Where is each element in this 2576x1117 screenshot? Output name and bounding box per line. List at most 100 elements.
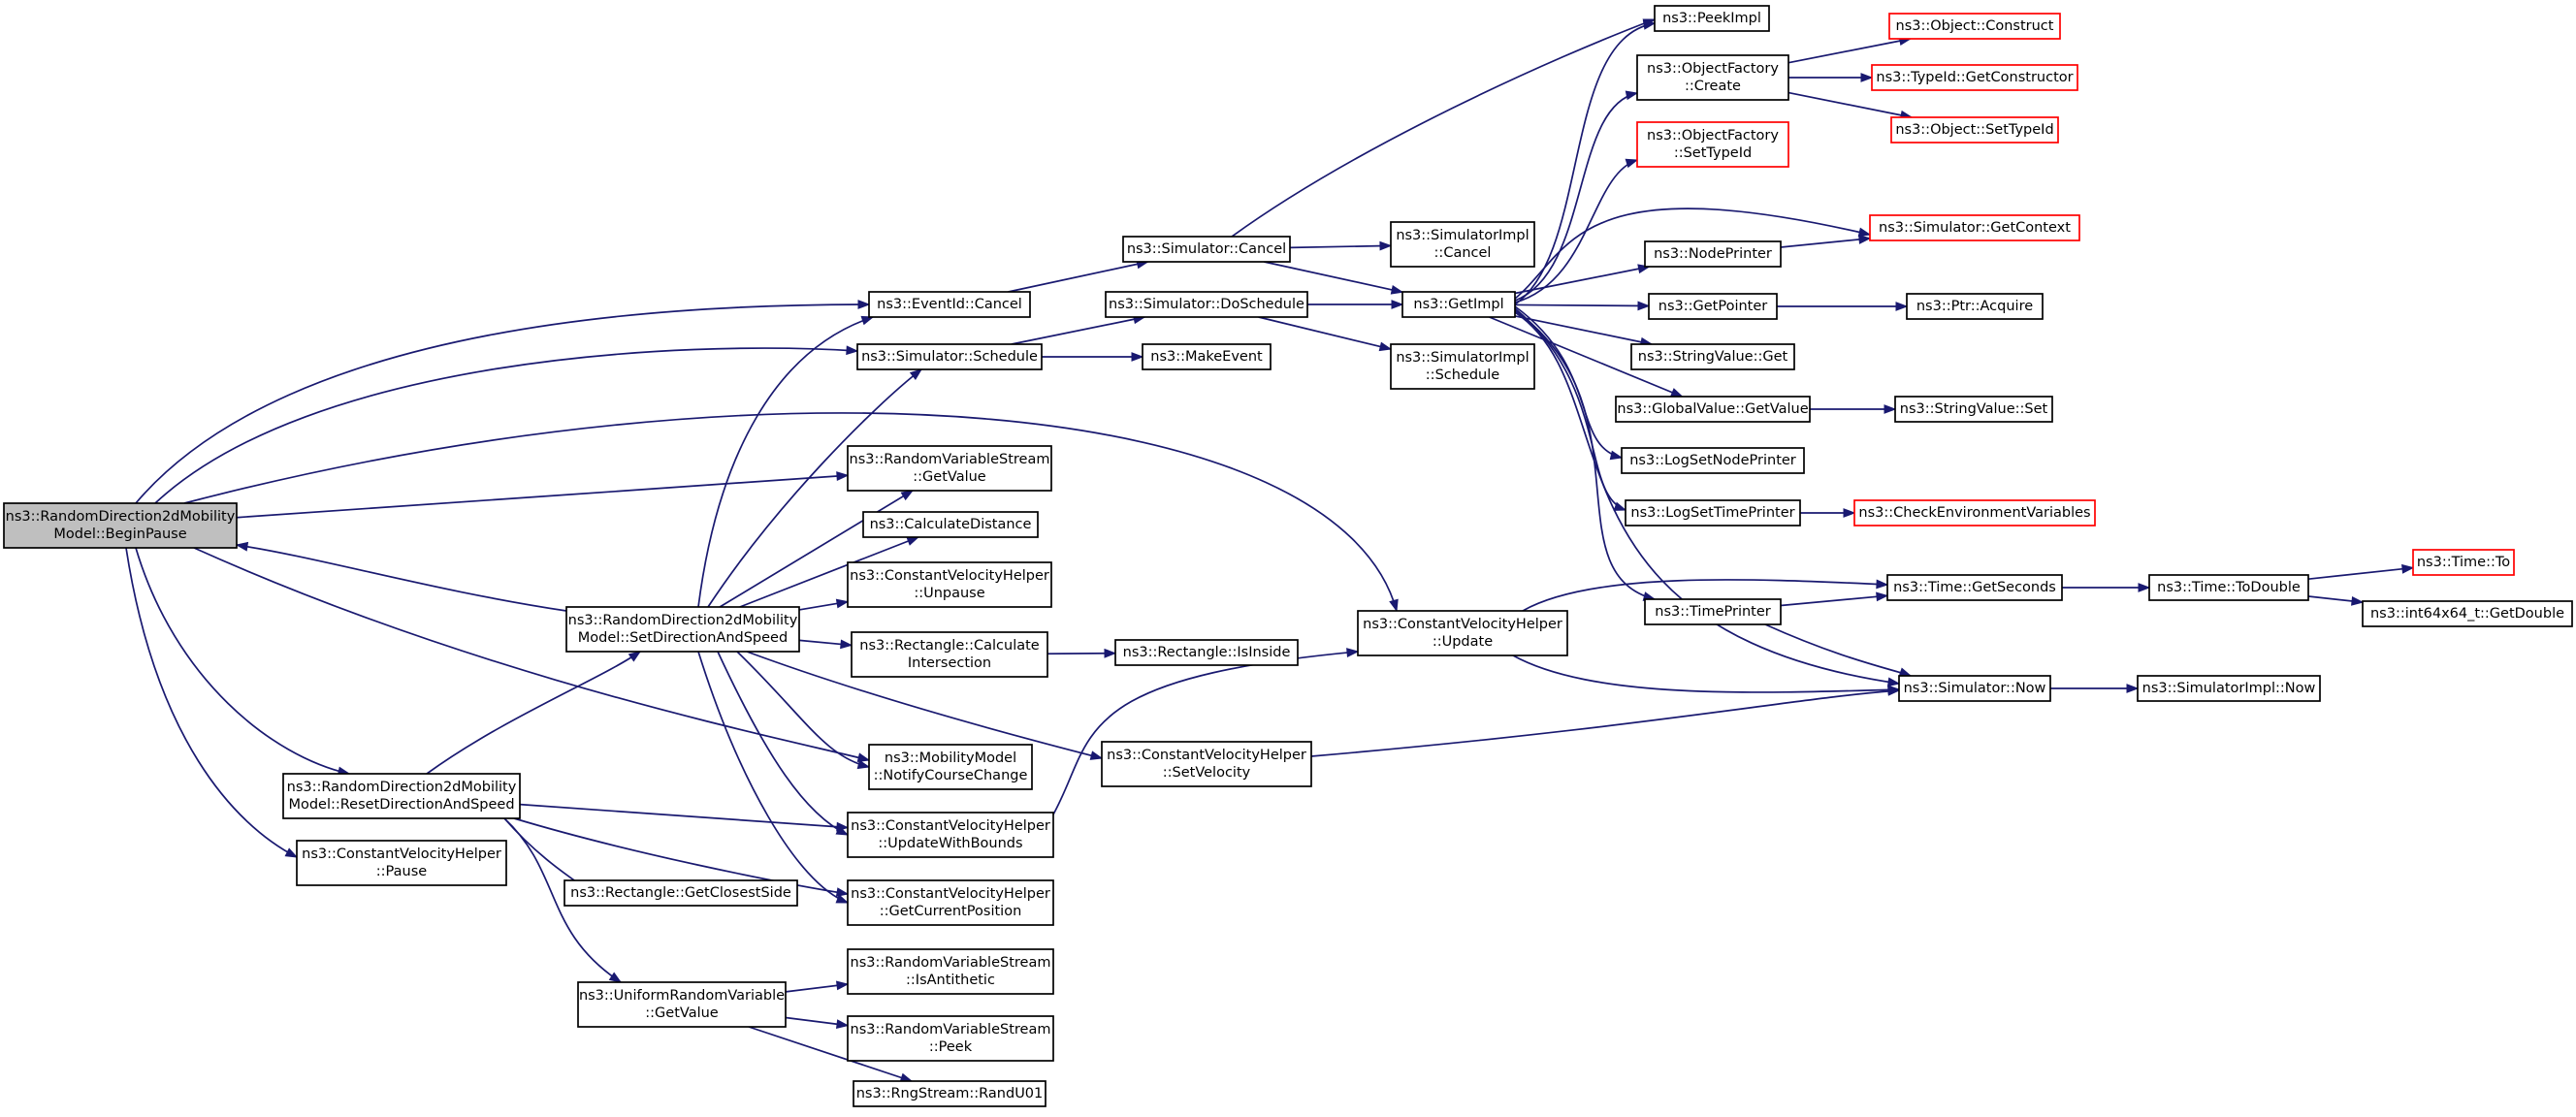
- node-label: ::UpdateWithBounds: [878, 836, 1022, 851]
- node-rvs-antithetic[interactable]: ns3::RandomVariableStream::IsAntithetic: [847, 948, 1054, 995]
- node-label: ns3::ObjectFactory: [1647, 61, 1779, 77]
- node-check-env[interactable]: ns3::CheckEnvironmentVariables: [1853, 499, 2096, 527]
- node-cvh-get-pos[interactable]: ns3::ConstantVelocityHelper::GetCurrentP…: [847, 879, 1054, 926]
- node-label: ::Schedule: [1426, 367, 1499, 383]
- node-label: ns3::ConstantVelocityHelper: [851, 886, 1050, 902]
- node-rng-rand[interactable]: ns3::RngStream::RandU01: [853, 1080, 1046, 1107]
- node-label: ns3::TypeId::GetConstructor: [1876, 70, 2073, 85]
- node-box: [1853, 499, 2096, 527]
- node-simimpl-now[interactable]: ns3::SimulatorImpl::Now: [2137, 675, 2321, 702]
- node-label: ns3::Simulator::GetContext: [1879, 220, 2071, 236]
- node-sv-set[interactable]: ns3::StringValue::Set: [1894, 396, 2053, 423]
- node-event-cancel[interactable]: ns3::EventId::Cancel: [868, 291, 1031, 318]
- node-label: ::GetCurrentPosition: [880, 904, 1022, 919]
- node-label: ns3::RandomVariableStream: [851, 1022, 1051, 1037]
- node-box: [853, 1080, 1046, 1107]
- edge-reset-dir-speed-to-urv-getvalue: [503, 817, 623, 983]
- node-begin-pause[interactable]: ns3::RandomDirection2dMobilityModel::Beg…: [3, 502, 238, 549]
- edge-reset-dir-speed-to-cvh-get-pos: [513, 817, 850, 898]
- node-simimpl-schedule[interactable]: ns3::SimulatorImpl::Schedule: [1390, 343, 1535, 390]
- node-set-dir-speed[interactable]: ns3::RandomDirection2dMobilityModel::Set…: [565, 606, 800, 653]
- node-box: [868, 744, 1033, 790]
- node-log-node-printer[interactable]: ns3::LogSetNodePrinter: [1621, 447, 1805, 474]
- edge-node-printer-to-sim-getcontext: [1780, 235, 1872, 248]
- node-time-todouble[interactable]: ns3::Time::ToDouble: [2148, 574, 2309, 601]
- edge-begin-pause-to-cvh-update: [183, 412, 1399, 613]
- node-peek-impl[interactable]: ns3::PeekImpl: [1654, 5, 1770, 32]
- edge-begin-pause-to-cvh-pause: [125, 547, 299, 858]
- edge-cvh-setvel-to-sim-now: [1310, 686, 1901, 757]
- node-rect-inside[interactable]: ns3::Rectangle::IsInside: [1114, 639, 1299, 666]
- node-label: ns3::ConstantVelocityHelper: [850, 568, 1049, 584]
- edge-gv-getvalue-to-sv-set: [1810, 404, 1897, 414]
- node-cvh-update-bounds[interactable]: ns3::ConstantVelocityHelper::UpdateWithB…: [847, 812, 1054, 858]
- edge-get-impl-to-sim-getcontext: [1514, 207, 1872, 300]
- node-urv-getvalue[interactable]: ns3::UniformRandomVariable::GetValue: [577, 981, 787, 1028]
- node-label: ns3::RandomDirection2dMobility: [287, 780, 517, 795]
- node-box: [1888, 13, 2061, 40]
- node-ptr-acquire[interactable]: ns3::Ptr::Acquire: [1906, 293, 2044, 320]
- node-mm-notify[interactable]: ns3::MobilityModel::NotifyCourseChange: [868, 744, 1033, 790]
- edge-sim-doschedule-to-simimpl-schedule: [1258, 316, 1393, 352]
- node-label: ns3::RandomVariableStream: [850, 452, 1050, 467]
- node-node-printer[interactable]: ns3::NodePrinter: [1644, 240, 1782, 268]
- node-label: ::Peek: [929, 1039, 973, 1055]
- node-sim-getcontext[interactable]: ns3::Simulator::GetContext: [1869, 214, 2080, 241]
- node-label: ns3::ConstantVelocityHelper: [1363, 617, 1562, 632]
- node-obj-construct[interactable]: ns3::Object::Construct: [1888, 13, 2061, 40]
- node-get-impl[interactable]: ns3::GetImpl: [1401, 291, 1516, 318]
- node-label: Model::SetDirectionAndSpeed: [578, 630, 788, 646]
- node-sv-get[interactable]: ns3::StringValue::Get: [1630, 343, 1795, 370]
- node-label: Model::BeginPause: [53, 527, 186, 542]
- node-box: [296, 840, 507, 886]
- node-rvs-getvalue[interactable]: ns3::RandomVariableStream::GetValue: [847, 445, 1052, 492]
- node-reset-dir-speed[interactable]: ns3::RandomDirection2dMobilityModel::Res…: [282, 773, 521, 819]
- node-label: ::SetVelocity: [1163, 765, 1251, 781]
- edge-get-impl-to-sim-now: [1514, 311, 1901, 687]
- node-calc-distance[interactable]: ns3::CalculateDistance: [862, 511, 1039, 538]
- node-label: ns3::PeekImpl: [1662, 11, 1761, 26]
- node-gv-getvalue[interactable]: ns3::GlobalValue::GetValue: [1615, 396, 1811, 423]
- node-label: ns3::int64x64_t::GetDouble: [2370, 606, 2564, 622]
- node-log-time-printer[interactable]: ns3::LogSetTimePrinter: [1625, 499, 1801, 527]
- node-int64-getdouble[interactable]: ns3::int64x64_t::GetDouble: [2362, 600, 2573, 627]
- node-get-pointer[interactable]: ns3::GetPointer: [1648, 293, 1778, 320]
- node-of-create[interactable]: ns3::ObjectFactory::Create: [1636, 54, 1789, 101]
- node-rect-closest[interactable]: ns3::Rectangle::GetClosestSide: [564, 879, 798, 907]
- node-cvh-unpause[interactable]: ns3::ConstantVelocityHelper::Unpause: [847, 561, 1052, 608]
- node-box: [577, 981, 787, 1028]
- edge-set-dir-speed-to-rvs-getvalue: [719, 490, 915, 608]
- node-sim-cancel[interactable]: ns3::Simulator::Cancel: [1122, 236, 1291, 263]
- node-of-settypeid[interactable]: ns3::ObjectFactory::SetTypeId: [1636, 121, 1789, 168]
- node-label: ns3::GetImpl: [1413, 297, 1503, 312]
- edge-set-dir-speed-to-cvh-unpause: [798, 598, 850, 611]
- node-make-event[interactable]: ns3::MakeEvent: [1142, 343, 1272, 370]
- node-time-getseconds[interactable]: ns3::Time::GetSeconds: [1886, 574, 2063, 601]
- node-cvh-pause[interactable]: ns3::ConstantVelocityHelper::Pause: [296, 840, 507, 886]
- node-sim-now[interactable]: ns3::Simulator::Now: [1898, 675, 2051, 702]
- node-label: ns3::Object::SetTypeId: [1895, 122, 2053, 138]
- node-simimpl-cancel[interactable]: ns3::SimulatorImpl::Cancel: [1390, 221, 1535, 268]
- node-box: [1648, 293, 1778, 320]
- node-sim-schedule[interactable]: ns3::Simulator::Schedule: [856, 343, 1043, 370]
- node-label: ns3::ConstantVelocityHelper: [1107, 748, 1306, 763]
- edge-begin-pause-to-mm-notify: [193, 547, 871, 762]
- edge-of-create-to-typeid-getctor: [1788, 73, 1874, 82]
- node-time-to[interactable]: ns3::Time::To: [2412, 549, 2515, 576]
- node-label: ::SetTypeId: [1674, 145, 1752, 161]
- node-cvh-setvel[interactable]: ns3::ConstantVelocityHelper::SetVelocity: [1101, 741, 1312, 787]
- node-box: [1644, 598, 1782, 625]
- edge-set-dir-speed-to-begin-pause: [235, 541, 567, 612]
- node-cvh-update[interactable]: ns3::ConstantVelocityHelper::Update: [1357, 610, 1568, 656]
- node-typeid-getctor[interactable]: ns3::TypeId::GetConstructor: [1871, 64, 2078, 91]
- node-obj-settypeid[interactable]: ns3::Object::SetTypeId: [1890, 116, 2059, 144]
- node-box: [1630, 343, 1795, 370]
- node-time-printer[interactable]: ns3::TimePrinter: [1644, 598, 1782, 625]
- node-sim-doschedule[interactable]: ns3::Simulator::DoSchedule: [1105, 291, 1308, 318]
- edge-sim-cancel-to-simimpl-cancel: [1289, 240, 1393, 251]
- node-box: [1886, 574, 2063, 601]
- node-box: [1401, 291, 1516, 318]
- node-rvs-peek[interactable]: ns3::RandomVariableStream::Peek: [847, 1015, 1054, 1062]
- node-box: [1636, 121, 1789, 168]
